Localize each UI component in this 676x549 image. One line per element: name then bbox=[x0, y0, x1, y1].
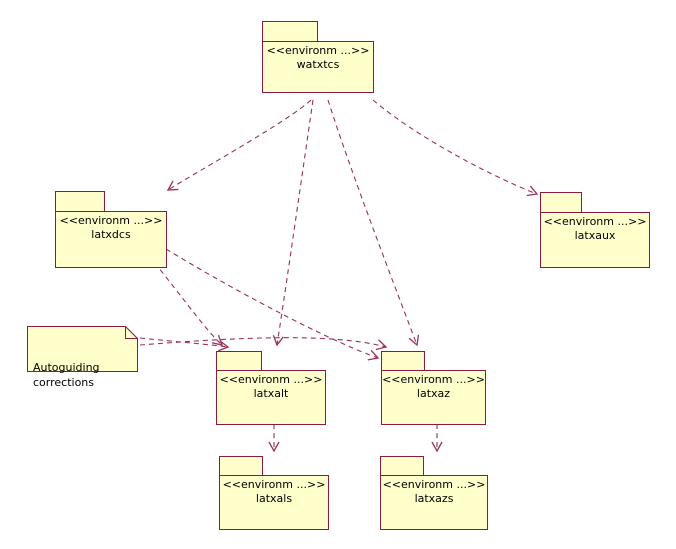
package-latxaux[interactable]: <<environm ...>> latxaux bbox=[540, 192, 650, 268]
package-latxalt[interactable]: <<environm ...>> latxalt bbox=[216, 351, 326, 425]
note-shape-icon bbox=[27, 326, 138, 372]
package-body: <<environm ...>> latxaz bbox=[381, 370, 486, 425]
package-stereotype: <<environm ...>> bbox=[382, 373, 485, 386]
package-tab bbox=[381, 351, 425, 371]
package-name: latxals bbox=[255, 492, 293, 505]
package-latxdcs[interactable]: <<environm ...>> latxdcs bbox=[55, 191, 167, 268]
package-body: <<environm ...>> latxdcs bbox=[55, 211, 167, 268]
dependency-note-to-latxaz[interactable] bbox=[139, 337, 388, 351]
package-name: latxdcs bbox=[91, 228, 131, 241]
package-latxaz[interactable]: <<environm ...>> latxaz bbox=[381, 351, 486, 425]
package-tab bbox=[262, 21, 318, 42]
package-stereotype: <<environm ...>> bbox=[219, 373, 323, 386]
package-stereotype: <<environm ...>> bbox=[59, 214, 163, 227]
package-latxals[interactable]: <<environm ...>> latxals bbox=[219, 456, 329, 530]
dependency-note-to-latxalt[interactable] bbox=[139, 337, 230, 352]
package-name: latxaux bbox=[574, 229, 616, 242]
package-latxazs[interactable]: <<environm ...>> latxazs bbox=[380, 456, 488, 530]
package-body: <<environm ...>> watxtcs bbox=[262, 41, 374, 93]
package-stereotype: <<environm ...>> bbox=[543, 215, 647, 228]
package-name: latxaz bbox=[416, 387, 451, 400]
package-tab bbox=[540, 192, 582, 213]
package-body: <<environm ...>> latxazs bbox=[380, 475, 488, 530]
package-tab bbox=[219, 456, 263, 476]
note-text: Autoguiding corrections bbox=[33, 361, 100, 389]
package-name: watxtcs bbox=[296, 58, 340, 71]
package-tab bbox=[380, 456, 424, 476]
package-watxtcs[interactable]: <<environm ...>> watxtcs bbox=[262, 21, 374, 93]
package-name: latxazs bbox=[414, 492, 454, 505]
package-body: <<environm ...>> latxals bbox=[219, 475, 329, 530]
package-name: latxalt bbox=[253, 387, 289, 400]
package-body: <<environm ...>> latxaux bbox=[540, 212, 650, 268]
note-autoguiding-corrections[interactable]: Autoguiding corrections bbox=[27, 326, 138, 389]
package-tab bbox=[55, 191, 105, 212]
package-stereotype: <<environm ...>> bbox=[266, 44, 370, 57]
dependency-watxtcs-to-latxalt[interactable] bbox=[272, 99, 314, 347]
dependency-watxtcs-to-latxdcs[interactable] bbox=[166, 99, 312, 191]
package-tab bbox=[216, 351, 262, 371]
dependency-latxdcs-to-latxaz[interactable] bbox=[165, 248, 380, 361]
package-stereotype: <<environm ...>> bbox=[382, 478, 486, 491]
package-body: <<environm ...>> latxalt bbox=[216, 370, 326, 425]
dependency-watxtcs-to-latxaz[interactable] bbox=[327, 99, 420, 347]
dependency-watxtcs-to-latxaux[interactable] bbox=[372, 99, 539, 197]
package-stereotype: <<environm ...>> bbox=[222, 478, 326, 491]
